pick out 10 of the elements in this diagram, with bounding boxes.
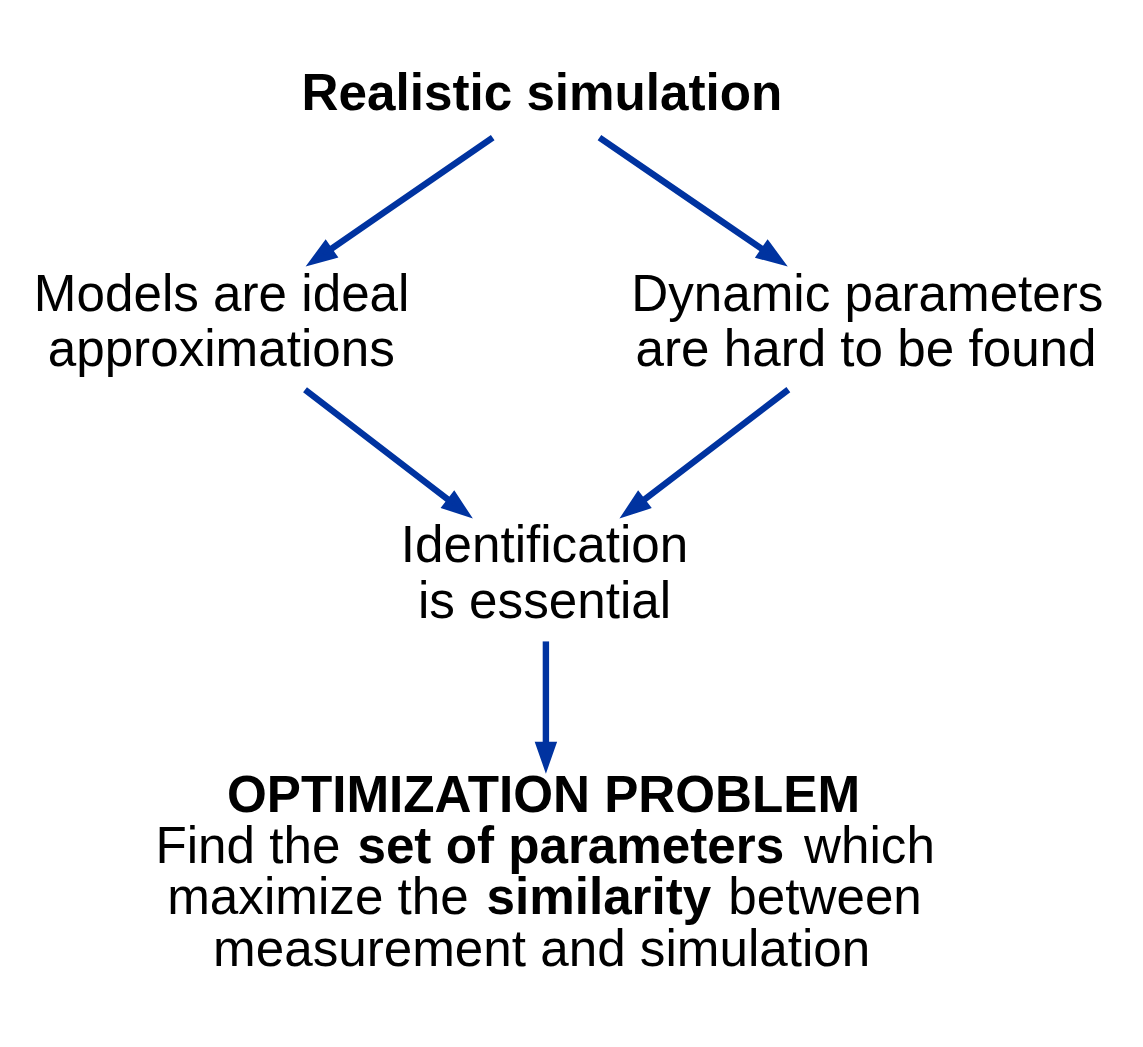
node-text: Models are ideal approximations xyxy=(33,264,410,378)
node-text: Dynamic parameters are hard to be found xyxy=(631,264,1104,378)
arrow xyxy=(305,135,495,267)
node-text: OPTIMIZATION PROBLEM Find the set of parameters which maximize the similarity between measurement and simulation xyxy=(155,765,935,977)
node-text: Identification is essential xyxy=(400,516,689,629)
node-text: Realistic simulation xyxy=(301,64,783,122)
arrow xyxy=(534,641,558,774)
arrow xyxy=(597,135,788,267)
arrow xyxy=(619,387,791,519)
arrow xyxy=(303,387,473,519)
